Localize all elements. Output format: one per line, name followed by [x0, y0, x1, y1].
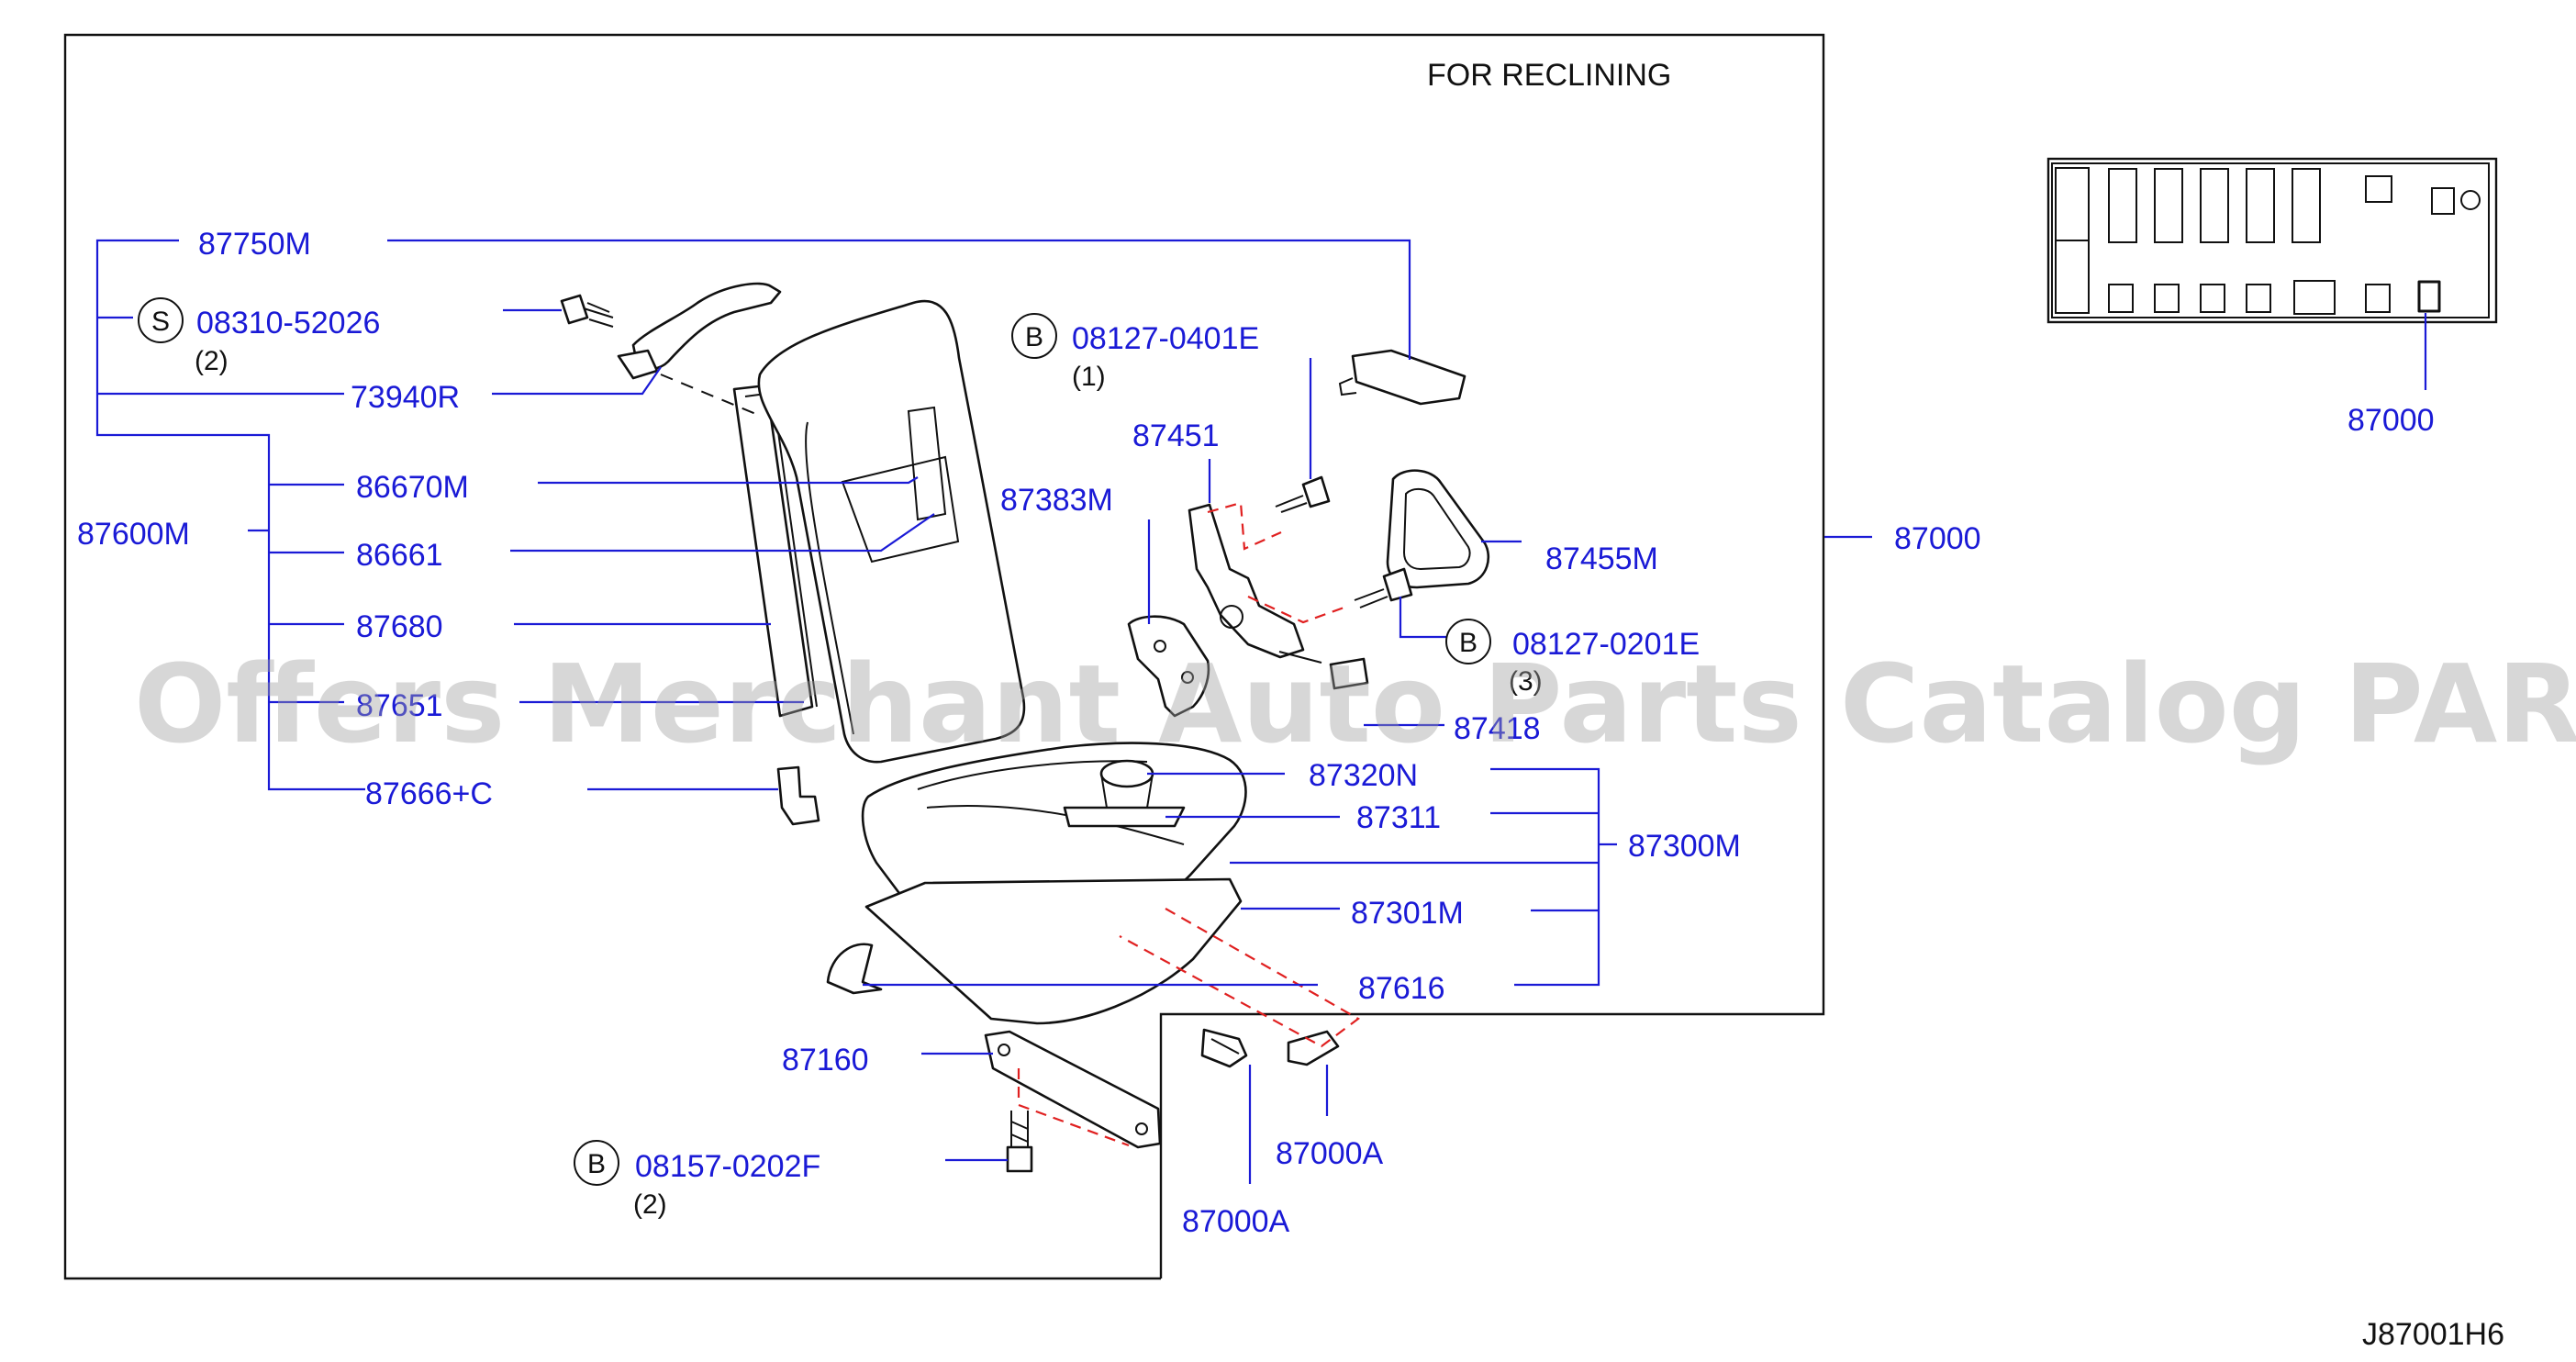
label-73940R[interactable]: 73940R [351, 380, 460, 415]
circle-mark-b-0202: B [574, 1140, 619, 1186]
dashed-link-bracket [1017, 1068, 1130, 1147]
screw-08310-drawing [560, 294, 614, 328]
label-87600M[interactable]: 87600M [77, 517, 190, 552]
svg-text:S: S [151, 307, 170, 337]
inset-frame [2046, 157, 2498, 324]
qty-08157-0202F: (2) [633, 1189, 667, 1220]
qty-08310-52026: (2) [195, 346, 229, 376]
label-87680[interactable]: 87680 [356, 609, 443, 644]
label-87418[interactable]: 87418 [1454, 711, 1541, 746]
qty-08127-0401E: (1) [1072, 362, 1106, 392]
label-87750M[interactable]: 87750M [198, 227, 311, 262]
circle-mark-b-0401: B [1011, 313, 1057, 359]
bolt-08127-0401E-drawing [1275, 475, 1331, 513]
dashed-link-0201 [1247, 596, 1350, 624]
label-87383M[interactable]: 87383M [1000, 483, 1113, 518]
label-87320N[interactable]: 87320N [1309, 758, 1418, 793]
diagram-code: J87001H6 [2362, 1317, 2504, 1352]
label-87651[interactable]: 87651 [356, 688, 443, 723]
grab-handle-drawing [617, 282, 782, 380]
label-87000A-1[interactable]: 87000A [1182, 1204, 1290, 1239]
label-87000A-2[interactable]: 87000A [1276, 1136, 1384, 1171]
watermark: Offers Merchant Auto Parts Catalog PARTS… [134, 641, 2576, 767]
bracket-87160-drawing [984, 1030, 1162, 1149]
svg-text:B: B [1025, 322, 1043, 352]
svg-text:B: B [1459, 628, 1478, 658]
dashed-link-base [1119, 908, 1360, 1048]
frame-title: FOR RECLINING [1427, 58, 1671, 93]
label-86661[interactable]: 86661 [356, 538, 443, 573]
label-87666-c[interactable]: 87666+C [365, 776, 493, 811]
label-87301M[interactable]: 87301M [1351, 896, 1464, 931]
circle-mark-b-0201: B [1445, 619, 1491, 664]
label-87616[interactable]: 87616 [1358, 971, 1445, 1006]
bolt-87000A-2-drawing [1287, 1030, 1340, 1066]
leader-lines [95, 239, 1872, 1184]
label-87160[interactable]: 87160 [782, 1043, 869, 1077]
bolt-08157-0202F-drawing [1006, 1111, 1033, 1173]
seat-back-drawing [732, 299, 1026, 764]
label-08127-0401E[interactable]: 08127-0401E [1072, 321, 1259, 356]
label-87311[interactable]: 87311 [1356, 800, 1441, 835]
bolt-08127-0201E-drawing [1354, 567, 1413, 608]
svg-text:B: B [587, 1149, 606, 1179]
label-87000-main[interactable]: 87000 [1894, 521, 1981, 556]
recliner-plate-87383M-drawing [1127, 615, 1210, 718]
label-08157-0202F[interactable]: 08157-0202F [635, 1149, 820, 1184]
label-08310-52026[interactable]: 08310-52026 [196, 306, 380, 340]
recliner-arm-87451-drawing [1188, 503, 1305, 659]
inset-panel-drawing [2051, 162, 2490, 318]
label-86670M[interactable]: 86670M [356, 470, 469, 505]
label-87451[interactable]: 87451 [1132, 419, 1220, 453]
bolt-87000A-1-drawing [1200, 1028, 1248, 1068]
clip-87666-drawing [776, 765, 820, 826]
spring-87418-drawing [1278, 651, 1369, 690]
cap-87750M-drawing [1338, 349, 1466, 406]
circle-mark-s: S [138, 297, 184, 343]
label-87455M[interactable]: 87455M [1545, 541, 1658, 576]
label-08127-0201E[interactable]: 08127-0201E [1512, 627, 1700, 662]
seat-base-drawing [864, 877, 1243, 1025]
main-frame [63, 33, 1825, 1280]
label-87000-inset[interactable]: 87000 [2347, 403, 2435, 438]
qty-08127-0201E: (3) [1509, 666, 1543, 697]
label-87300M[interactable]: 87300M [1628, 829, 1741, 864]
dashed-link-0401 [1207, 501, 1282, 551]
